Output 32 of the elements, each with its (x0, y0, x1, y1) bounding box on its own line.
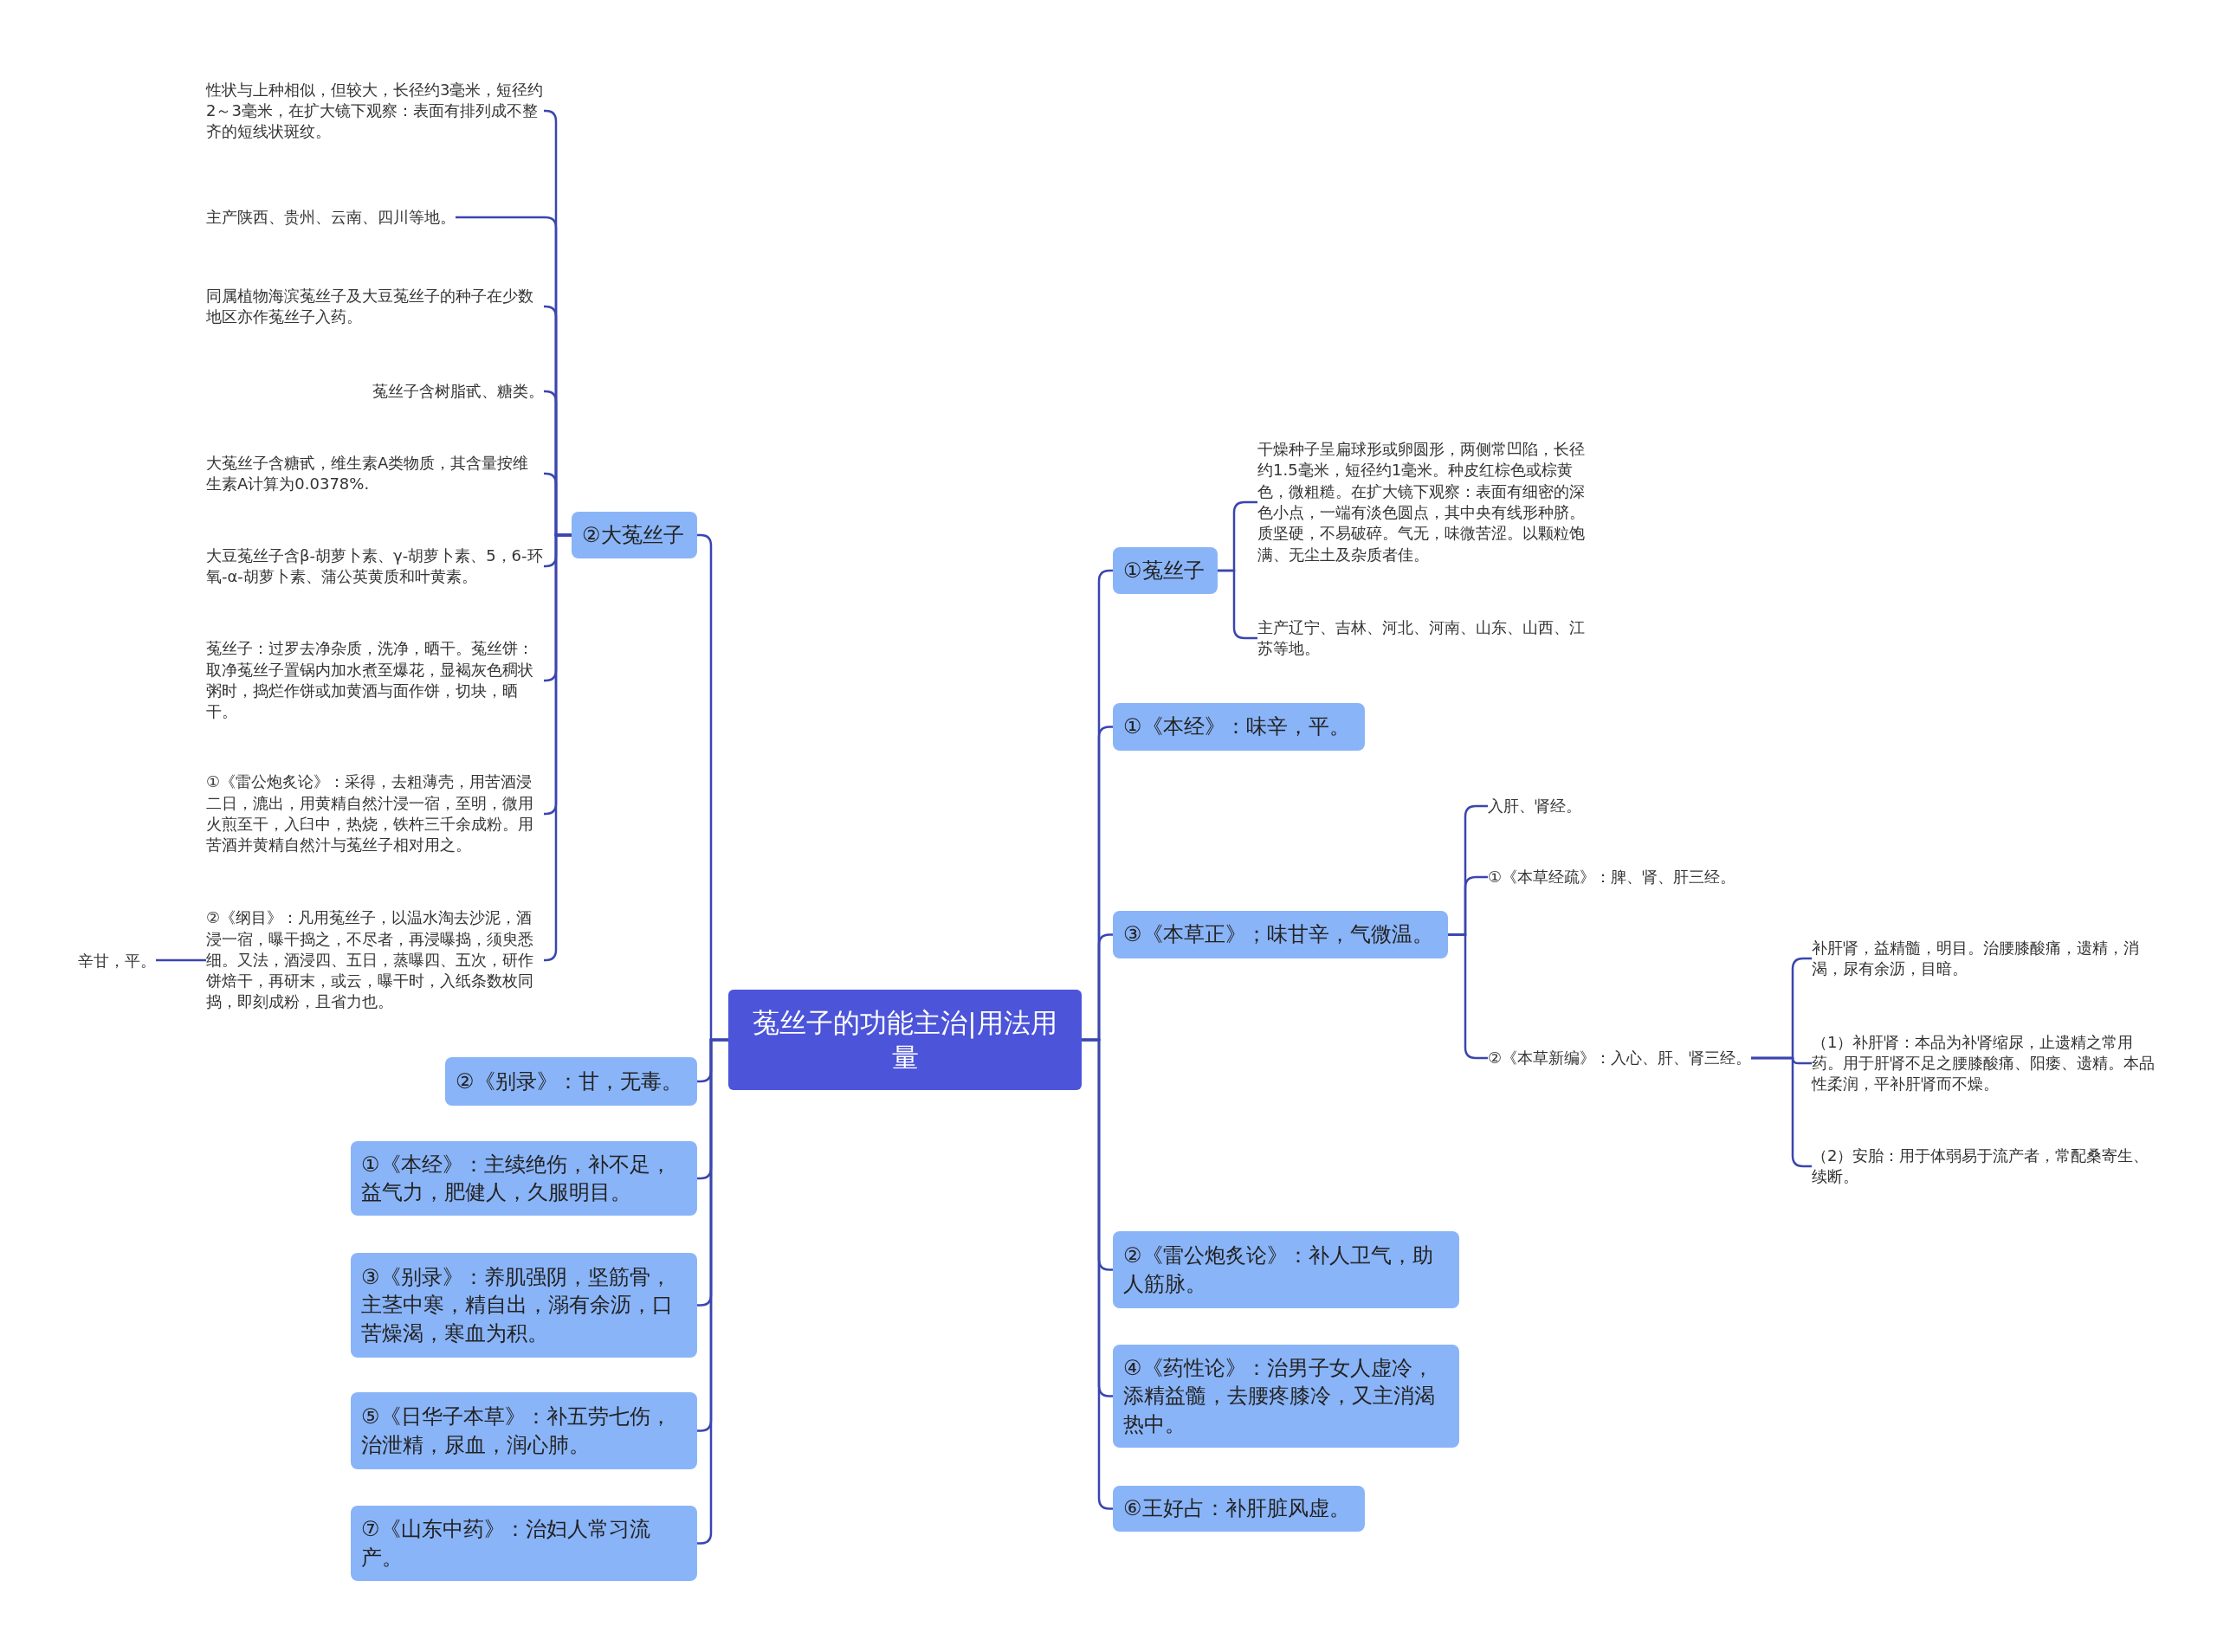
note-text: （2）安胎：用于体弱易于流产者，常配桑寄生、续断。 (1812, 1145, 2149, 1188)
topic-box: ①菟丝子 (1113, 547, 1218, 594)
note-text: 大豆菟丝子含β-胡萝卜素、γ-胡萝卜素、5，6-环氧-α-胡萝卜素、蒲公英黄质和叶黄素。 (206, 544, 544, 589)
note-text: 同属植物海滨菟丝子及大豆菟丝子的种子在少数地区亦作菟丝子入药。 (206, 284, 544, 329)
note-text: ②《纲目》：凡用菟丝子，以温水淘去沙泥，酒浸一宿，曝干捣之，不尽者，再浸曝捣，须臾悉细。又法，酒浸四、五日，蒸曝四、五次，研作饼焙干，再研末，或云，曝干时，入纸条数枚同捣，即刻成粉，且省力也。 (206, 906, 544, 1015)
topic-box: ①《本经》：主续绝伤，补不足，益气力，肥健人，久服明目。 (351, 1141, 697, 1216)
note-text: ①《雷公炮炙论》：采得，去粗薄壳，用苦酒浸二日，漉出，用黄精自然汁浸一宿，至明，微用火煎至干，入臼中，热烧，铁杵三千余成粉。用苦酒并黄精自然汁与菟丝子相对用之。 (206, 771, 544, 857)
note-text: ①《本草经疏》：脾、肾、肝三经。 (1488, 866, 1736, 888)
note-text: 大菟丝子含糖甙，维生素A类物质，其含量按维生素A计算为0.0378%. (206, 452, 544, 495)
topic-box: ③《本草正》；味甘辛，气微温。 (1113, 911, 1448, 958)
note-text: 菟丝子：过罗去净杂质，洗净，晒干。菟丝饼：取净菟丝子置锅内加水煮至爆花，显褐灰色稠状粥时，捣烂作饼或加黄酒与面作饼，切块，晒干。 (206, 637, 544, 724)
topic-box: ②大菟丝子 (572, 512, 697, 558)
note-text: ②《本草新编》：入心、肝、肾三经。 (1488, 1047, 1752, 1069)
central-topic-box: 菟丝子的功能主治|用法用量 (728, 990, 1082, 1090)
topic-box: ④《药性论》：治男子女人虚冷，添精益髓，去腰疼膝冷，又主消渴热中。 (1113, 1345, 1459, 1448)
note-text: （1）补肝肾：本品为补肾缩尿，止遗精之常用药。用于肝肾不足之腰膝酸痛、阳痿、遗精。本品性柔润，平补肝肾而不燥。 (1812, 1030, 2158, 1096)
topic-box: ②《别录》：甘，无毒。 (445, 1057, 697, 1106)
connector-line (156, 958, 206, 962)
note-text: 干燥种子呈扁球形或卵圆形，两侧常凹陷，长径约1.5毫米，短径约1毫米。种皮红棕色或棕黄色，微粗糙。在扩大镜下观察：表面有细密的深色小点，一端有淡色圆点，其中央有线形种脐。质坚硬，不易破碎。气无，味微苦涩。以颗粒饱满、无尘土及杂质者佳。 (1257, 438, 1595, 566)
topic-box: ⑥王好占：补肝脏风虚。 (1113, 1486, 1365, 1532)
note-text: 补肝肾，益精髓，明目。治腰膝酸痛，遗精，消渴，尿有余沥，目暗。 (1812, 937, 2149, 980)
note-text: 性状与上种相似，但较大，长径约3毫米，短径约2～3毫米，在扩大镜下观察：表面有排列成不整齐的短线状斑纹。 (206, 78, 544, 144)
note-text: 辛甘，平。 (78, 950, 156, 972)
note-text: 菟丝子含树脂甙、糖类。 (372, 381, 544, 403)
topic-box: ③《别录》：养肌强阴，坚筋骨，主茎中寒，精自出，溺有余沥，口苦燥渴，寒血为积。 (351, 1253, 697, 1358)
note-text: 主产辽宁、吉林、河北、河南、山东、山西、江苏等地。 (1257, 616, 1595, 660)
note-text: 入肝、肾经。 (1488, 795, 1581, 817)
note-text: 主产陕西、贵州、云南、四川等地。 (206, 204, 456, 230)
topic-box: ①《本经》：味辛，平。 (1113, 703, 1365, 751)
topic-box: ⑦《山东中药》：治妇人常习流产。 (351, 1506, 697, 1581)
topic-box: ②《雷公炮炙论》：补人卫气，助人筋脉。 (1113, 1231, 1459, 1308)
topic-box: ⑤《日华子本草》：补五劳七伤，治泄精，尿血，润心肺。 (351, 1392, 697, 1469)
